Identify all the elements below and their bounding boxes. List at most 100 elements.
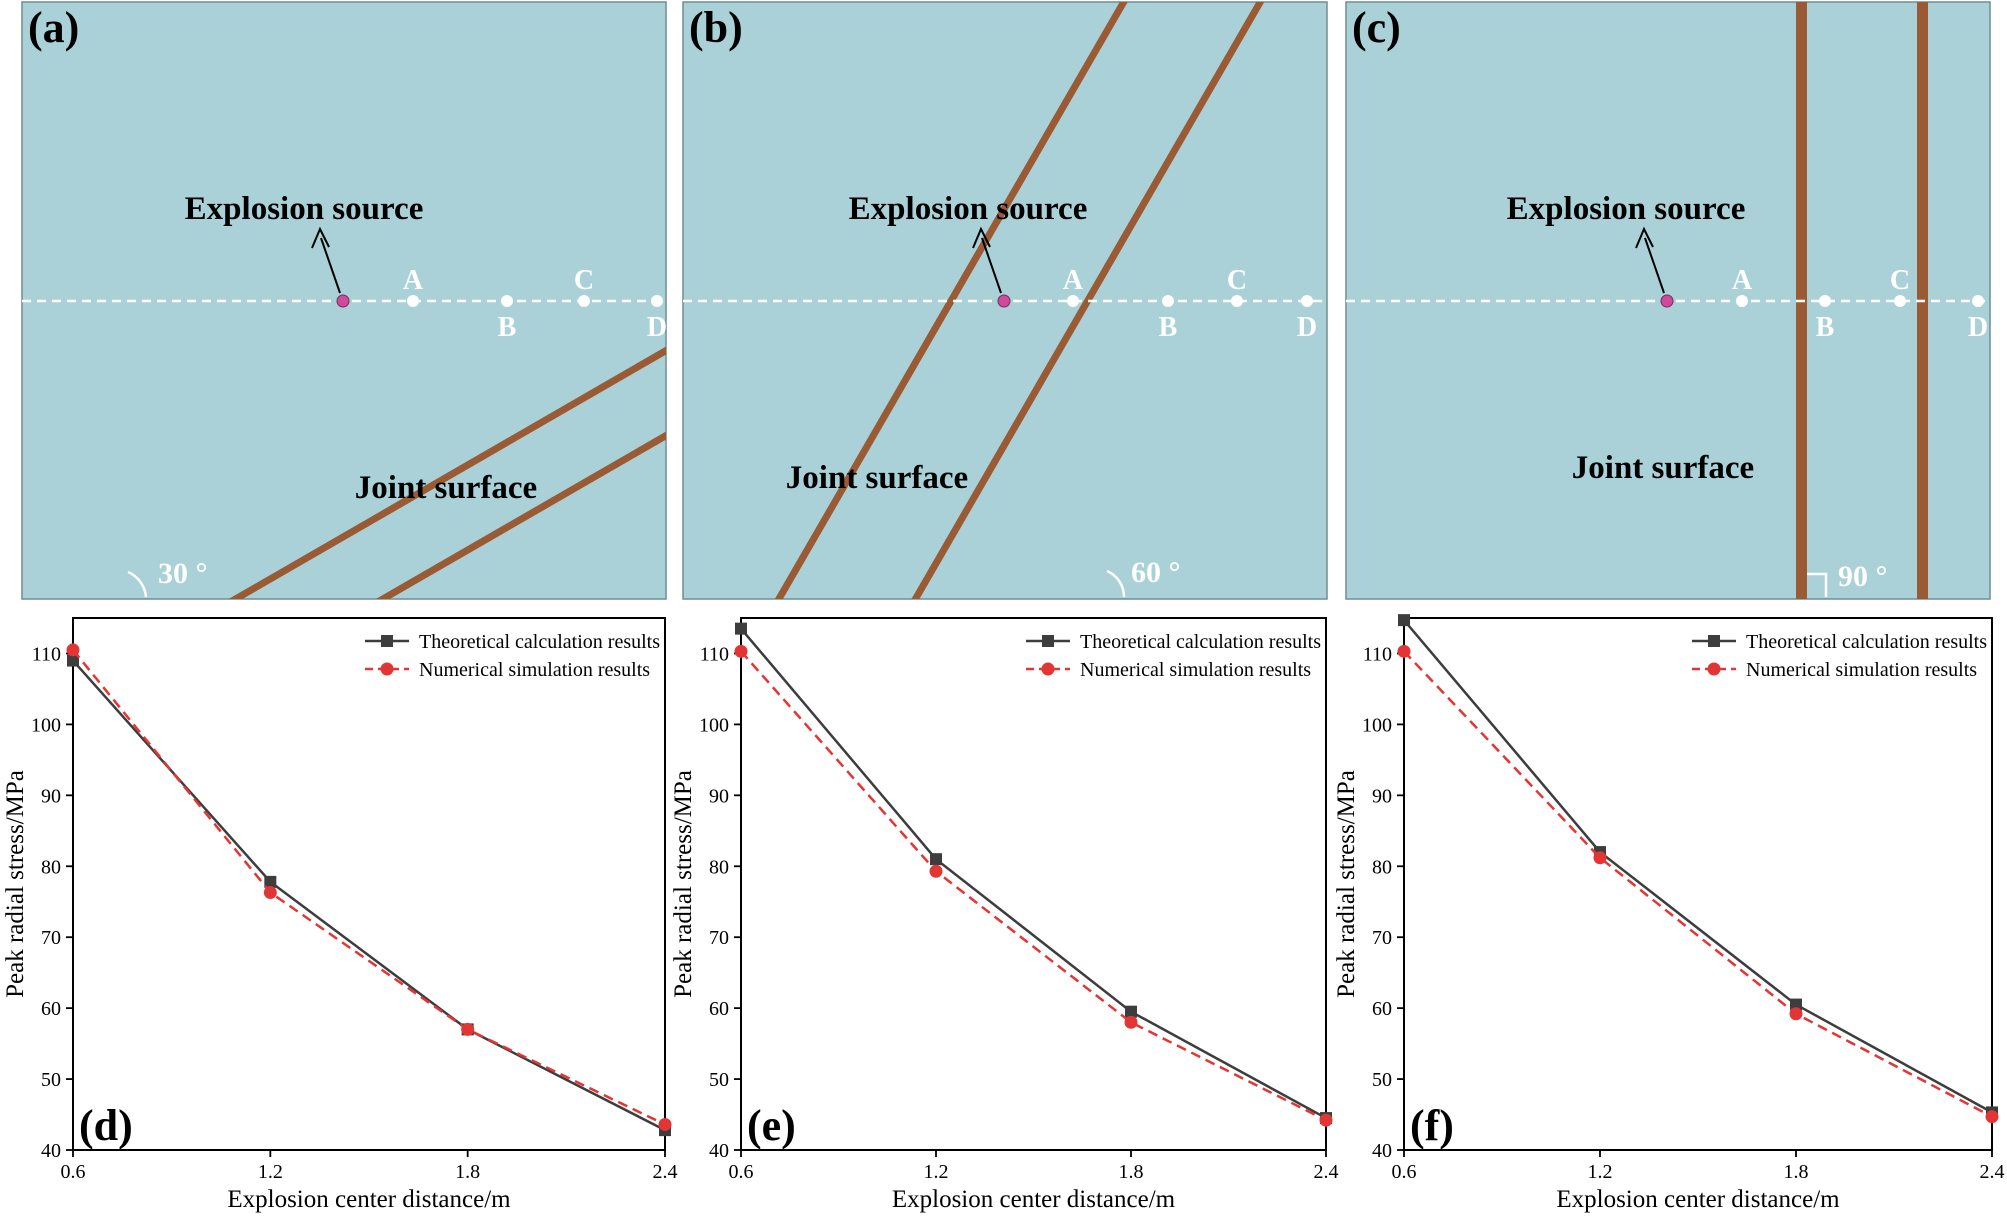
measure-point-c: [1894, 295, 1906, 307]
joint-surface-label: Joint surface: [1572, 450, 1754, 486]
measure-point-d: [651, 295, 663, 307]
explosion-source-point: [336, 294, 350, 308]
joint-surface-label: Joint surface: [355, 470, 537, 506]
series-line-1: [740, 650, 1327, 1122]
theory-point: [930, 853, 942, 866]
y-tick-label: 40: [709, 1140, 729, 1162]
point-label: A: [403, 265, 424, 296]
angle-label: 90 °: [1838, 560, 1888, 593]
measure-point-d: [1301, 295, 1313, 307]
panel-label: (b): [689, 3, 743, 52]
theory-point: [1125, 1005, 1137, 1018]
measure-point-a: [1067, 295, 1079, 307]
simulation-point: [1593, 851, 1607, 865]
explosion-source-point: [997, 294, 1011, 308]
y-tick-label: 60: [1372, 998, 1392, 1020]
point-label: B: [1816, 312, 1835, 343]
legend-marker: [381, 635, 393, 647]
source-arrow-head: [311, 226, 330, 249]
x-tick-label: 0.6: [61, 1161, 86, 1183]
simulation-point: [734, 644, 748, 658]
joint-group: [774, 2, 1265, 599]
legend-entry-1: Numerical simulation results: [419, 659, 650, 681]
source-arrow: [981, 237, 1002, 294]
explosion-source-label: Explosion source: [1507, 191, 1746, 227]
angle-arc: [1807, 572, 1828, 597]
measure-point-b: [1819, 295, 1831, 307]
legend-entry-0: Theoretical calculation results: [1080, 631, 1321, 653]
joint-surface-label: Joint surface: [786, 460, 968, 496]
y-tick-label: 90: [709, 785, 729, 807]
explosion-source-point: [1660, 294, 1674, 308]
x-tick-label: 2.4: [1980, 1161, 2005, 1183]
x-tick-label: 0.6: [1392, 1161, 1417, 1183]
joint-surface-line: [375, 431, 666, 599]
x-tick-label: 1.2: [924, 1161, 949, 1183]
source-arrow: [1644, 237, 1665, 294]
point-label: D: [647, 312, 667, 343]
joint-surface-line: [228, 346, 666, 599]
angle-label: 30 °: [158, 557, 208, 590]
simulation-point: [1319, 1113, 1333, 1127]
plot-frame: [72, 617, 666, 1151]
theory-point: [1398, 614, 1410, 627]
x-tick-label: 0.6: [729, 1161, 754, 1183]
legend-entry-1: Numerical simulation results: [1746, 659, 1977, 681]
y-tick-label: 80: [41, 856, 61, 878]
series-line-1: [1403, 650, 1993, 1118]
legend-marker: [1041, 662, 1055, 676]
y-tick-label: 110: [1363, 643, 1392, 665]
measure-point-d: [1972, 295, 1984, 307]
point-label: C: [1227, 265, 1247, 296]
y-tick-label: 100: [1362, 714, 1392, 736]
explosion-source-label: Explosion source: [849, 191, 1088, 227]
y-tick-label: 90: [1372, 785, 1392, 807]
series-line-0: [740, 627, 1327, 1120]
legend-marker: [1707, 662, 1721, 676]
source-arrow: [320, 237, 341, 294]
theory-point: [735, 622, 747, 635]
joint-group: [228, 346, 666, 599]
series-line-0: [1403, 619, 1993, 1114]
legend-entry-0: Theoretical calculation results: [1746, 631, 1987, 653]
simulation-point: [658, 1117, 672, 1131]
panel-label: (c): [1352, 3, 1401, 52]
simulation-point: [929, 864, 943, 878]
source-arrow-head: [972, 226, 991, 249]
x-axis-label: Explosion center distance/m: [1556, 1186, 1840, 1213]
y-tick-label: 70: [709, 927, 729, 949]
plot-frame: [740, 617, 1327, 1151]
plot-frame: [1403, 617, 1993, 1151]
source-arrow-head: [1635, 226, 1654, 249]
y-tick-label: 50: [709, 1069, 729, 1091]
y-tick-label: 110: [32, 643, 61, 665]
series-line-1: [72, 649, 666, 1126]
point-label: A: [1732, 265, 1753, 296]
legend-marker: [1708, 635, 1720, 647]
simulation-point: [1124, 1015, 1138, 1029]
legend-marker: [380, 662, 394, 676]
point-label: A: [1063, 265, 1084, 296]
x-tick-label: 1.8: [1119, 1161, 1144, 1183]
y-tick-label: 80: [709, 856, 729, 878]
theory-point: [264, 875, 277, 888]
y-axis-label: Peak radial stress/MPa: [670, 770, 697, 998]
x-tick-label: 1.2: [258, 1161, 283, 1183]
x-tick-label: 2.4: [653, 1161, 678, 1183]
measure-point-c: [1231, 295, 1243, 307]
simulation-point: [1789, 1007, 1803, 1021]
simulation-point: [263, 886, 277, 900]
x-tick-label: 1.2: [1588, 1161, 1613, 1183]
measure-point-c: [578, 295, 590, 307]
y-tick-label: 40: [41, 1140, 61, 1162]
joint-surface-line: [774, 2, 1128, 599]
measure-point-a: [1736, 295, 1748, 307]
y-tick-label: 50: [1372, 1069, 1392, 1091]
y-tick-label: 110: [700, 643, 729, 665]
x-tick-label: 1.8: [455, 1161, 480, 1183]
